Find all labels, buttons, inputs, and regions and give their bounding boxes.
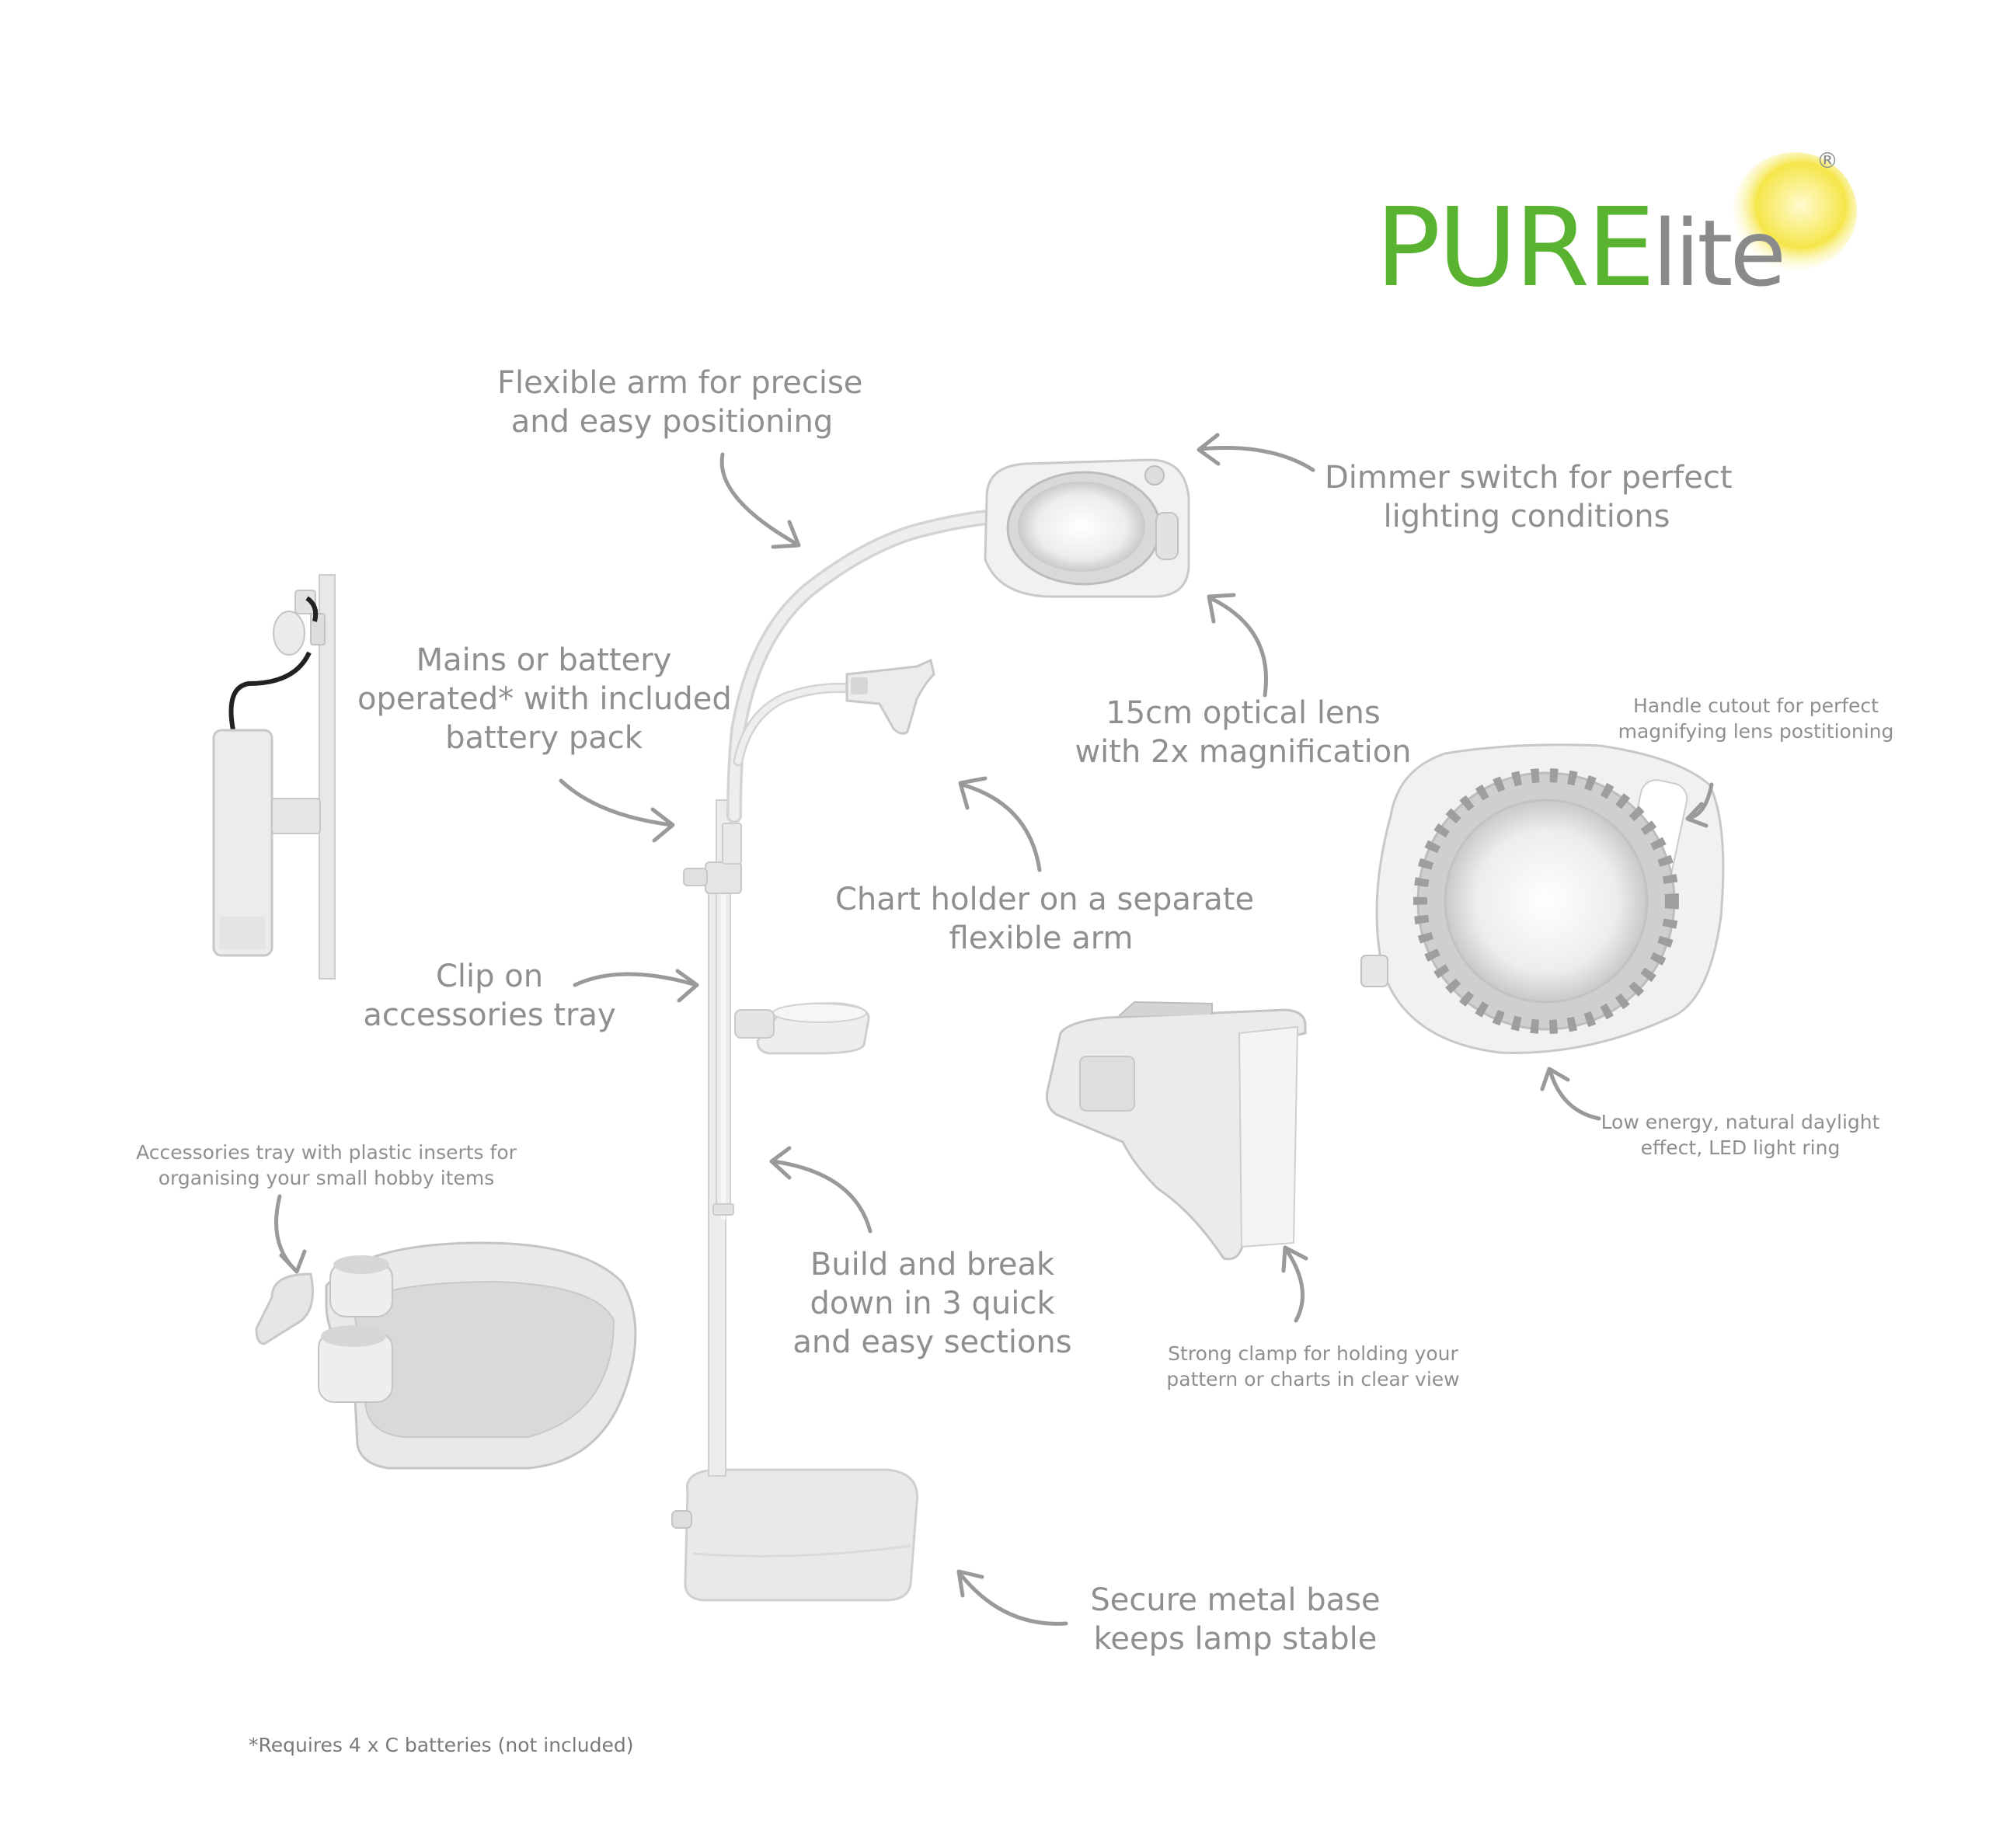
callout-line: operated* with included (357, 681, 732, 717)
arrow-flexible-arm (719, 452, 801, 549)
callout-line: and easy positioning (510, 404, 834, 440)
flexible-arm (726, 509, 1002, 823)
callout-line: Chart holder on a separate (835, 882, 1255, 917)
logo-pure-text: PURE (1375, 185, 1656, 311)
callout-line: Handle cutout for perfect (1633, 694, 1879, 717)
callout-line: Build and break (810, 1247, 1055, 1282)
callout-line: Strong clamp for holding your (1168, 1342, 1458, 1365)
callout-strong-clamp: Strong clamp for holding your pattern or… (1158, 1341, 1468, 1392)
callout-line: Mains or battery (416, 642, 672, 678)
callout-line: organising your small hobby items (158, 1167, 495, 1189)
callout-line: pattern or charts in clear view (1166, 1368, 1460, 1390)
callout-metal-base: Secure metal base keeps lamp stable (1072, 1581, 1399, 1658)
arrow-chart-holder (958, 776, 1042, 872)
callout-line: and easy sections (792, 1324, 1072, 1360)
arrow-mains (559, 778, 675, 843)
arrow-lens (1207, 593, 1268, 698)
callout-chart-holder: Chart holder on a separate flexible arm (835, 880, 1255, 958)
arrow-clamp (1281, 1245, 1308, 1323)
callout-line: battery pack (445, 720, 643, 756)
arrow-accessories-tray (274, 1194, 307, 1274)
logo-sun (1733, 152, 1857, 270)
callout-flexible-arm: Flexible arm for precise and easy positi… (497, 364, 863, 441)
callout-line: with 2x magnification (1075, 734, 1412, 770)
arrow-base (956, 1569, 1068, 1626)
callout-low-energy: Low energy, natural daylight effect, LED… (1601, 1109, 1880, 1161)
arrow-handle (1685, 782, 1714, 828)
magnifier-head-illustration (984, 458, 1190, 598)
callout-line: flexible arm (949, 921, 1134, 956)
floor-lamp-illustration (671, 458, 1190, 1602)
accessories-tray-illustration (255, 1241, 637, 1470)
callout-line: accessories tray (363, 997, 616, 1033)
callout-accessories-tray: Accessories tray with plastic inserts fo… (117, 1140, 536, 1191)
registered-mark: ® (1817, 148, 1838, 173)
callout-optical-lens: 15cm optical lens with 2x magnification (1072, 694, 1414, 771)
logo-wordmark: PURElite (1375, 185, 1786, 315)
callout-clip-tray: Clip on accessories tray (342, 957, 637, 1035)
logo-lite-text: lite (1652, 200, 1786, 307)
arrow-build-break (769, 1146, 873, 1234)
callout-build-break: Build and break down in 3 quick and easy… (785, 1245, 1080, 1362)
callout-line: keeps lamp stable (1093, 1621, 1378, 1657)
arrow-dimmer (1197, 433, 1315, 472)
callout-handle-cutout: Handle cutout for perfect magnifying len… (1608, 693, 1904, 744)
chart-holder-arm (733, 683, 868, 767)
callout-line: Dimmer switch for perfect (1325, 460, 1733, 496)
callout-line: Low energy, natural daylight (1601, 1111, 1880, 1133)
callout-mains-battery: Mains or battery operated* with included… (357, 641, 732, 757)
lamp-base (684, 1468, 918, 1602)
callout-line: effect, LED light ring (1640, 1136, 1841, 1159)
callout-line: lighting conditions (1383, 499, 1670, 534)
callout-dimmer-switch: Dimmer switch for perfect lighting condi… (1325, 458, 1733, 536)
clamp-illustration (1046, 1001, 1307, 1261)
battery-pack-illustration (212, 574, 336, 980)
arrow-clip-tray (573, 969, 699, 1003)
callout-line: 15cm optical lens (1106, 695, 1381, 731)
callout-line: down in 3 quick (810, 1286, 1055, 1321)
clip-tray-illustration (734, 1002, 870, 1055)
arrow-low-energy (1540, 1067, 1601, 1121)
callout-line: Flexible arm for precise (497, 365, 863, 401)
led-ring-illustration (1360, 743, 1725, 1054)
callout-arrows (274, 433, 1714, 1626)
callout-line: Secure metal base (1090, 1582, 1381, 1618)
purelite-logo: PURElite ® (1375, 148, 1872, 350)
battery-footnote: *Requires 4 x C batteries (not included) (249, 1734, 634, 1756)
callout-line: magnifying lens postitioning (1618, 720, 1894, 743)
callout-line: Accessories tray with plastic inserts fo… (136, 1141, 517, 1164)
callout-line: Clip on (435, 959, 544, 994)
